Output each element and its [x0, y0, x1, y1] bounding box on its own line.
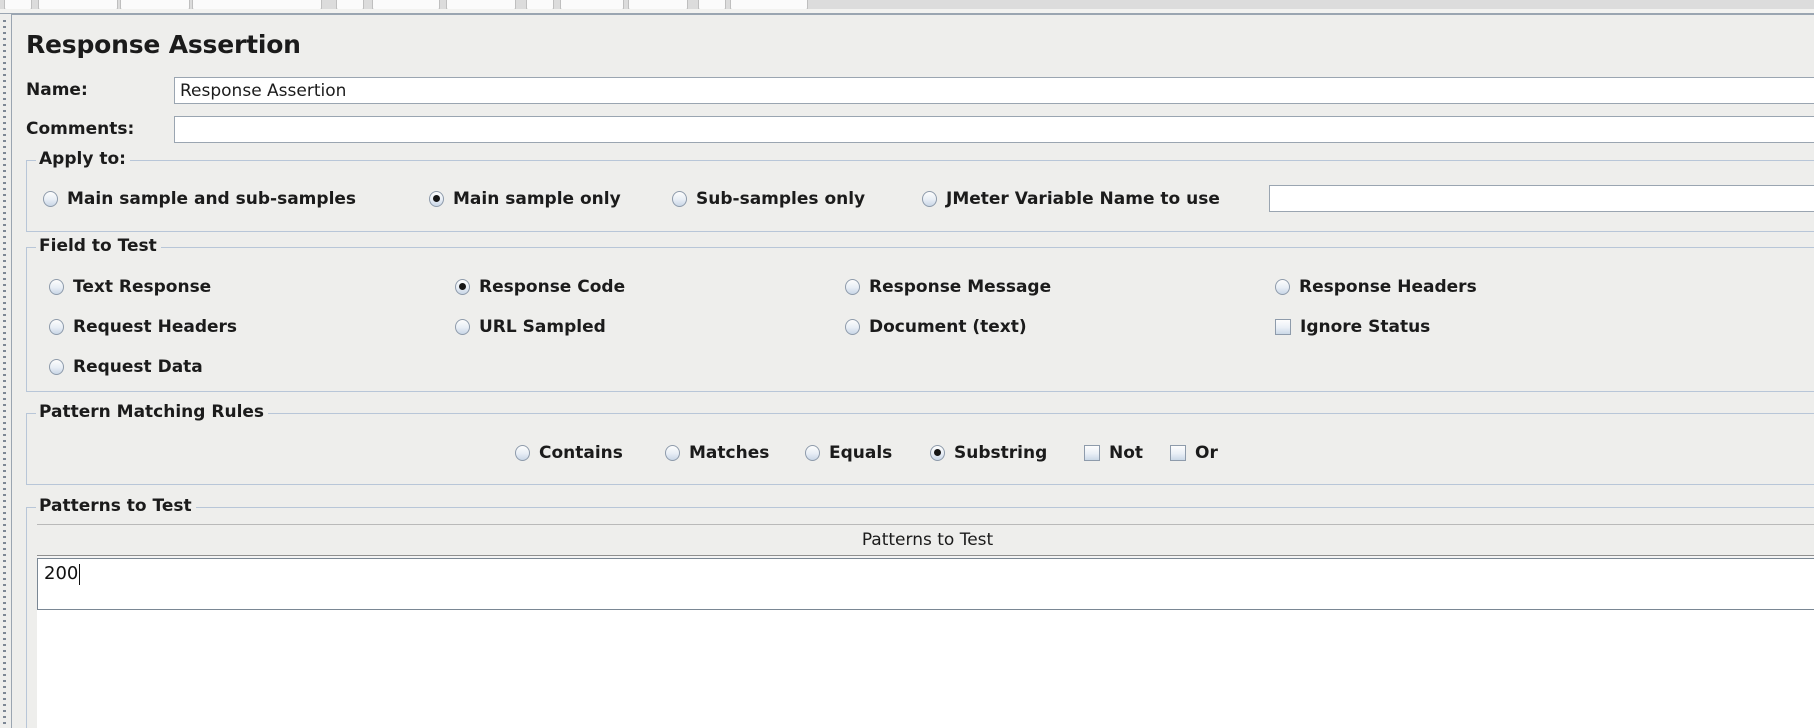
radio-icon [43, 191, 58, 207]
option-label: Substring [954, 443, 1048, 463]
radio-response-code[interactable]: Response Code [455, 277, 625, 297]
split-pane-divider[interactable] [0, 14, 12, 728]
comments-input[interactable] [174, 116, 1814, 143]
split-pane-grip-dots [3, 20, 6, 724]
apply-to-group-title: Apply to: [36, 149, 130, 169]
option-label: Request Data [73, 357, 203, 377]
option-label: Ignore Status [1300, 317, 1431, 337]
radio-request-data[interactable]: Request Data [49, 357, 203, 377]
option-label: JMeter Variable Name to use [946, 189, 1220, 209]
patterns-to-test-group: Patterns to Test Patterns to Test 200 [26, 496, 1814, 728]
page-title: Response Assertion [26, 30, 301, 59]
comments-row: Comments: [26, 116, 1814, 144]
radio-icon [515, 445, 530, 461]
field-to-test-group-title: Field to Test [36, 236, 161, 256]
radio-matches[interactable]: Matches [665, 443, 769, 463]
radio-equals[interactable]: Equals [805, 443, 892, 463]
radio-icon [1275, 279, 1290, 295]
radio-icon [429, 191, 444, 207]
toolbar-underline [0, 9, 1814, 14]
radio-icon [49, 319, 64, 335]
toolbar-button[interactable] [730, 0, 808, 9]
radio-document-text[interactable]: Document (text) [845, 317, 1027, 337]
field-to-test-group: Field to Test Text Response Response Cod… [26, 236, 1814, 392]
radio-icon [845, 319, 860, 335]
radio-icon [665, 445, 680, 461]
option-label: Matches [689, 443, 770, 463]
radio-icon [930, 445, 945, 461]
radio-icon [49, 279, 64, 295]
option-label: Main sample and sub-samples [67, 189, 357, 209]
checkbox-or[interactable]: Or [1170, 443, 1218, 463]
toolbar-button[interactable] [4, 0, 32, 9]
toolbar-button[interactable] [120, 0, 190, 9]
radio-sub-samples-only[interactable]: Sub-samples only [672, 189, 865, 209]
radio-icon [455, 319, 470, 335]
radio-main-sample-only[interactable]: Main sample only [429, 189, 621, 209]
toolbar-button[interactable] [192, 0, 322, 9]
pattern-matching-rules-group-title: Pattern Matching Rules [36, 402, 269, 422]
option-label: Response Headers [1299, 277, 1477, 297]
radio-main-sample-and-sub-samples[interactable]: Main sample and sub-samples [43, 189, 356, 209]
option-label: Equals [829, 443, 893, 463]
radio-url-sampled[interactable]: URL Sampled [455, 317, 606, 337]
toolbar-button[interactable] [336, 0, 364, 9]
jmeter-variable-name-input[interactable] [1269, 185, 1814, 212]
column-header-patterns-to-test[interactable]: Patterns to Test [861, 530, 994, 550]
name-label: Name: [26, 80, 88, 100]
option-label: Request Headers [73, 317, 238, 337]
apply-to-group: Apply to: Main sample and sub-samples Ma… [26, 149, 1814, 232]
radio-text-response[interactable]: Text Response [49, 277, 211, 297]
toolbar-button[interactable] [446, 0, 516, 9]
toolbar-button[interactable] [698, 0, 726, 9]
response-assertion-panel: Response Assertion Name: Response Assert… [12, 14, 1814, 728]
pattern-cell-value: 200 [44, 563, 79, 584]
checkbox-ignore-status[interactable]: Ignore Status [1275, 317, 1430, 337]
option-label: Contains [539, 443, 623, 463]
patterns-table-header: Patterns to Test [37, 525, 1814, 556]
name-row: Name: Response Assertion [26, 77, 1814, 105]
option-label: Main sample only [453, 189, 621, 209]
checkbox-icon [1170, 445, 1186, 461]
toolbar-button[interactable] [372, 0, 440, 9]
checkbox-icon [1084, 445, 1100, 461]
option-label: Or [1195, 443, 1218, 463]
toolbar-button[interactable] [628, 0, 688, 9]
option-label: Text Response [73, 277, 212, 297]
patterns-to-test-group-title: Patterns to Test [36, 496, 196, 516]
option-label: Response Message [869, 277, 1052, 297]
patterns-table-body: 200 [37, 556, 1814, 728]
patterns-table: Patterns to Test 200 [37, 524, 1814, 728]
option-label: URL Sampled [479, 317, 606, 337]
table-row[interactable]: 200 [37, 558, 1814, 610]
option-label: Not [1109, 443, 1144, 463]
toolbar-button[interactable] [560, 0, 624, 9]
toolbar-button[interactable] [526, 0, 554, 9]
radio-icon [922, 191, 937, 207]
radio-icon [672, 191, 687, 207]
comments-label: Comments: [26, 119, 135, 139]
radio-response-message[interactable]: Response Message [845, 277, 1051, 297]
checkbox-not[interactable]: Not [1084, 443, 1143, 463]
text-cursor [79, 564, 81, 585]
radio-request-headers[interactable]: Request Headers [49, 317, 237, 337]
radio-icon [455, 279, 470, 295]
option-label: Response Code [479, 277, 626, 297]
radio-contains[interactable]: Contains [515, 443, 623, 463]
radio-icon [845, 279, 860, 295]
option-label: Sub-samples only [696, 189, 866, 209]
pattern-matching-rules-group: Pattern Matching Rules Contains Matches … [26, 402, 1814, 485]
radio-substring[interactable]: Substring [930, 443, 1047, 463]
name-input[interactable]: Response Assertion [174, 77, 1814, 104]
toolbar-button[interactable] [38, 0, 118, 9]
radio-icon [49, 359, 64, 375]
toolbar-strip [0, 0, 1814, 9]
option-label: Document (text) [869, 317, 1027, 337]
radio-jmeter-variable-name[interactable]: JMeter Variable Name to use [922, 189, 1220, 209]
radio-icon [805, 445, 820, 461]
checkbox-icon [1275, 319, 1291, 335]
radio-response-headers[interactable]: Response Headers [1275, 277, 1477, 297]
